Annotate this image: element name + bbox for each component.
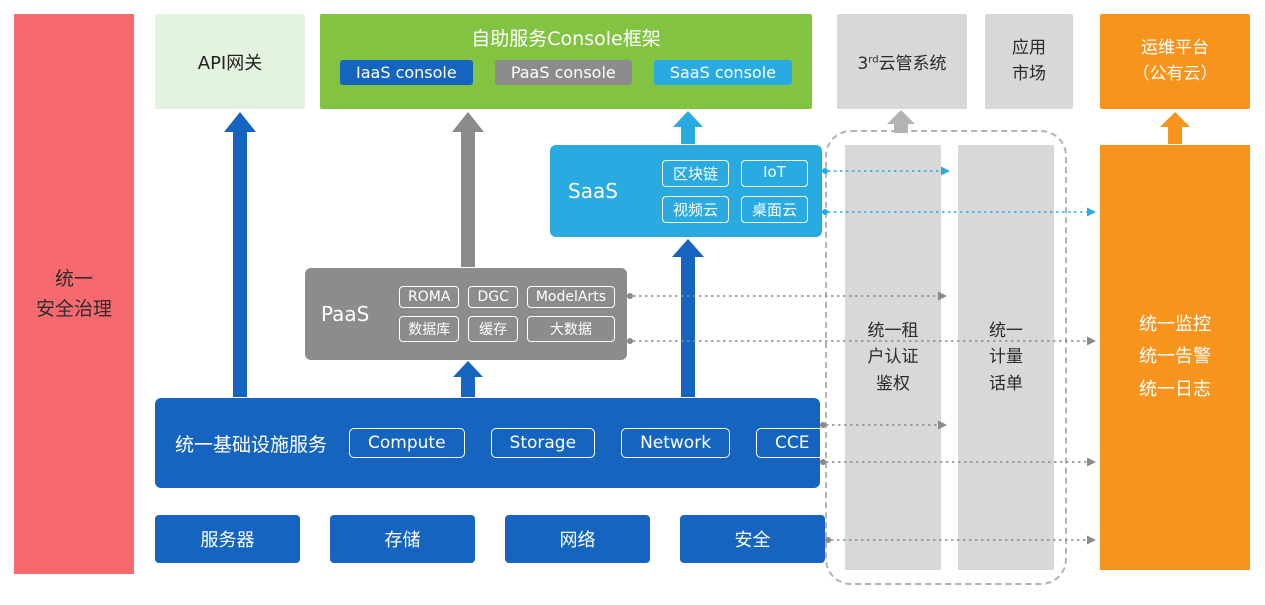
infrastructure-box: 统一基础设施服务 Compute Storage Network CCE	[155, 398, 829, 488]
arrowhead-infra-to-monitor	[1087, 457, 1096, 467]
paas-console-pill: PaaS console	[494, 60, 632, 85]
security-box: 安全	[680, 515, 825, 563]
app-market-box: 应用 市场	[985, 14, 1073, 109]
security-governance-label: 统一 安全治理	[35, 267, 112, 320]
network-label: 网络	[559, 530, 596, 551]
infra-pill-storage: Storage	[490, 428, 596, 458]
third-party-cloud-mgmt-box: 3rd云管系统	[837, 14, 967, 109]
security-governance-bar: 统一 安全治理	[14, 14, 134, 574]
server-box: 服务器	[155, 515, 300, 563]
app-market-label: 应用 市场	[1012, 38, 1046, 84]
paas-pill-roma: ROMA	[399, 286, 460, 308]
infra-pill-compute: Compute	[349, 428, 465, 458]
third-party-cloud-mgmt-label: 3rd云管系统	[857, 54, 947, 74]
saas-pill-iot: IoT	[740, 159, 808, 187]
saas-pill-grid: 区块链 IoT 视频云 桌面云	[661, 159, 808, 223]
arrow-paas-to-console	[452, 112, 484, 267]
arrowhead-hardware-to-monitor	[1087, 535, 1096, 545]
om-platform-box: 运维平台 （公有云）	[1100, 14, 1250, 109]
dot-paas-auth	[627, 293, 633, 299]
shared-services-group-border	[825, 130, 1067, 585]
infra-pill-network: Network	[621, 428, 731, 458]
infrastructure-pill-row: Compute Storage Network CCE	[349, 428, 829, 458]
tenant-auth-label: 统一租 户认证 鉴权	[867, 320, 919, 394]
api-gateway-box: API网关	[155, 14, 305, 109]
storage-label: 存储	[384, 530, 421, 551]
arrow-monitor-to-om-platform	[1160, 112, 1190, 144]
paas-pill-dgc: DGC	[468, 286, 518, 308]
paas-pill-database: 数据库	[399, 316, 460, 342]
tenant-auth-bar: 统一租 户认证 鉴权	[845, 145, 941, 570]
console-framework-box: 自助服务Console框架 IaaS console PaaS console …	[320, 14, 812, 109]
saas-pill-blockchain: 区块链	[661, 159, 729, 187]
console-framework-title: 自助服务Console框架	[471, 28, 661, 50]
console-pill-row: IaaS console PaaS console SaaS console	[332, 60, 800, 85]
iaas-console-pill: IaaS console	[340, 60, 473, 85]
metering-billing-bar: 统一 计量 话单	[958, 145, 1054, 570]
dot-paas-monitor	[627, 338, 633, 344]
infra-pill-cce: CCE	[756, 428, 829, 458]
paas-box: PaaS ROMA DGC ModelArts 数据库 缓存 大数据	[305, 268, 627, 360]
metering-billing-label: 统一 计量 话单	[989, 320, 1023, 394]
paas-label: PaaS	[321, 302, 370, 326]
storage-box: 存储	[330, 515, 475, 563]
om-platform-label: 运维平台 （公有云）	[1132, 38, 1218, 84]
server-label: 服务器	[200, 530, 255, 551]
saas-label: SaaS	[568, 179, 618, 203]
paas-pill-grid: ROMA DGC ModelArts 数据库 缓存 大数据	[399, 286, 615, 342]
arrow-infra-to-api-gateway	[224, 112, 256, 397]
arrow-infra-to-saas	[672, 239, 704, 397]
arrow-infra-to-paas	[453, 361, 483, 397]
arrowhead-saas-to-monitor	[1087, 207, 1096, 217]
saas-pill-video-cloud: 视频云	[661, 195, 729, 223]
paas-pill-modelarts: ModelArts	[526, 286, 615, 308]
monitoring-label: 统一监控 统一告警 统一日志	[1139, 313, 1211, 400]
api-gateway-label: API网关	[197, 52, 263, 74]
arrowhead-paas-to-monitor	[1087, 336, 1096, 346]
security-label: 安全	[734, 530, 771, 551]
infrastructure-label: 统一基础设施服务	[175, 433, 328, 456]
arrow-saas-to-console	[673, 111, 703, 144]
saas-console-pill: SaaS console	[653, 60, 792, 85]
saas-box: SaaS 区块链 IoT 视频云 桌面云	[550, 145, 822, 237]
saas-pill-desktop-cloud: 桌面云	[740, 195, 808, 223]
paas-pill-bigdata: 大数据	[526, 316, 615, 342]
monitoring-bar: 统一监控 统一告警 统一日志	[1100, 145, 1250, 570]
paas-pill-cache: 缓存	[468, 316, 518, 342]
network-box: 网络	[505, 515, 650, 563]
